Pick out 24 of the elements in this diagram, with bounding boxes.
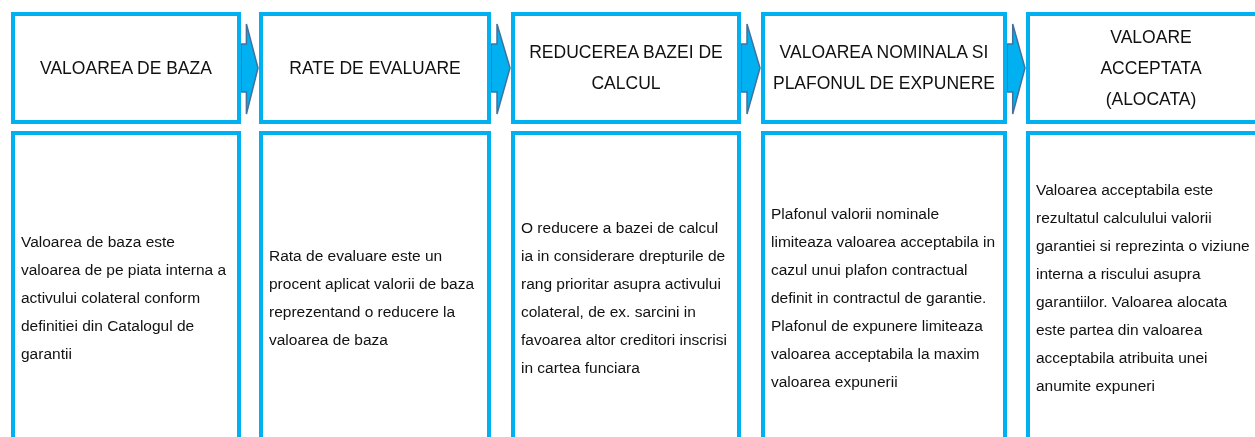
description-box bbox=[761, 131, 1007, 437]
description-text: Valoarea de baza este valoarea de pe piata interna a activului colateral conform definitiei din Catalogul de garantii bbox=[21, 232, 228, 364]
step-header-box bbox=[259, 12, 491, 124]
step-header-box bbox=[1026, 12, 1255, 124]
step-title: RATE DE EVALUARE bbox=[288, 56, 462, 80]
description-text: O reducere a bazei de calcul ia in considerare drepturile de rang prioritar asupra activului colateral, de ex. sarcini in favoarea altor creditori inscrisi in cartea funciara bbox=[521, 218, 728, 378]
description-text: Plafonul valorii nominale limiteaza valoarea acceptabila in cazul unui plafon contractual definit in contractul de garantie. Plafonul de expunere limiteaza valoarea acceptabila la maxim valoarea expunerii bbox=[771, 204, 997, 392]
description-text: Rata de evaluare este un procent aplicat valorii de baza reprezentand o reducere la valoarea de baza bbox=[269, 246, 476, 350]
block-arrow bbox=[740, 23, 761, 115]
step-header-box bbox=[11, 12, 241, 124]
step-title: VALOAREA NOMINALA SI PLAFONUL DE EXPUNERE bbox=[771, 41, 997, 95]
description-box bbox=[259, 131, 491, 437]
block-arrow bbox=[240, 23, 259, 115]
block-arrow bbox=[1006, 23, 1026, 115]
description-box bbox=[511, 131, 741, 437]
step-title: VALOARE ACCEPTATA (ALOCATA) bbox=[1099, 25, 1203, 111]
description-box bbox=[1026, 131, 1255, 437]
block-arrow bbox=[490, 23, 511, 115]
description-text: Valoarea acceptabila este rezultatul calculului valorii garantiei si reprezinta o viziune interna a riscului asupra garantiilor. Valoarea alocata este partea din valoarea acceptabila atribuita unei anumite expuneri bbox=[1036, 180, 1251, 396]
step-header-box bbox=[511, 12, 741, 124]
description-box bbox=[11, 131, 241, 437]
step-title: VALOAREA DE BAZA bbox=[39, 56, 213, 80]
step-title: REDUCEREA BAZEI DE CALCUL bbox=[528, 41, 724, 95]
step-header-box bbox=[761, 12, 1007, 124]
